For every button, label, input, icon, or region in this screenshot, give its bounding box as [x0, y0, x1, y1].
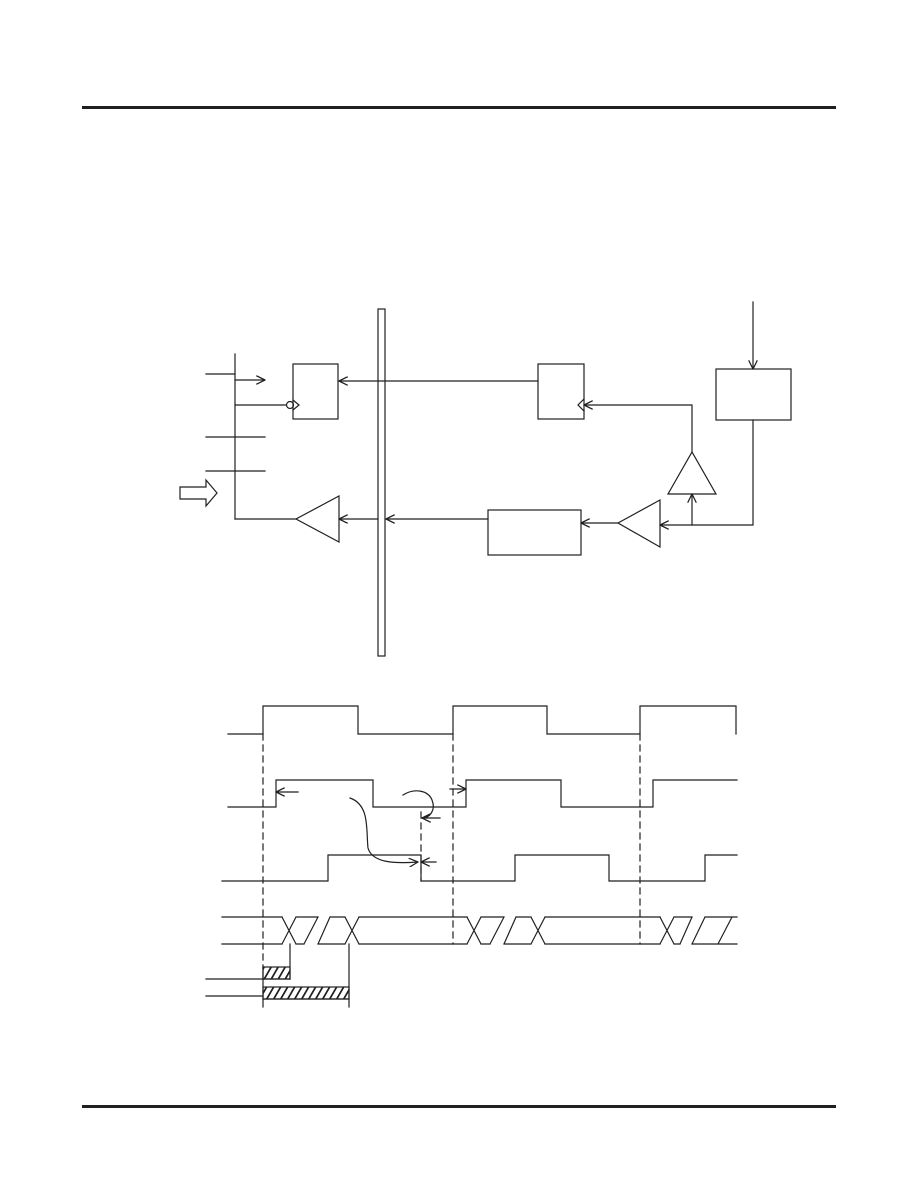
right-latch-clock-notch: [577, 398, 585, 412]
bus-bar: [377, 308, 386, 657]
header-rule: [82, 106, 836, 109]
left-latch-box: [292, 363, 339, 420]
inverted-clock-bubble: [285, 400, 295, 410]
clock-waveform-3: [221, 854, 738, 882]
clock-buffer-to-latch: [583, 405, 693, 453]
hollow-arrow-icon: [179, 478, 218, 508]
clock-waveform-2: [227, 779, 738, 808]
footer-rule: [82, 1105, 836, 1108]
hatched-window-long: [262, 986, 350, 1000]
right-latch-box: [537, 363, 585, 420]
data-transition-cross-2: [466, 916, 546, 945]
delay-curve-2: [402, 790, 434, 819]
data-transition-cross-1: [281, 916, 360, 945]
clock-source-output: [659, 419, 754, 525]
delay-curve-1: [349, 797, 419, 863]
latch-clock-notch: [292, 399, 300, 411]
middle-box: [487, 509, 582, 556]
hatched-window-short: [262, 966, 291, 980]
data-transition-cross-3: [659, 916, 738, 945]
clock-waveform-1: [227, 705, 737, 735]
